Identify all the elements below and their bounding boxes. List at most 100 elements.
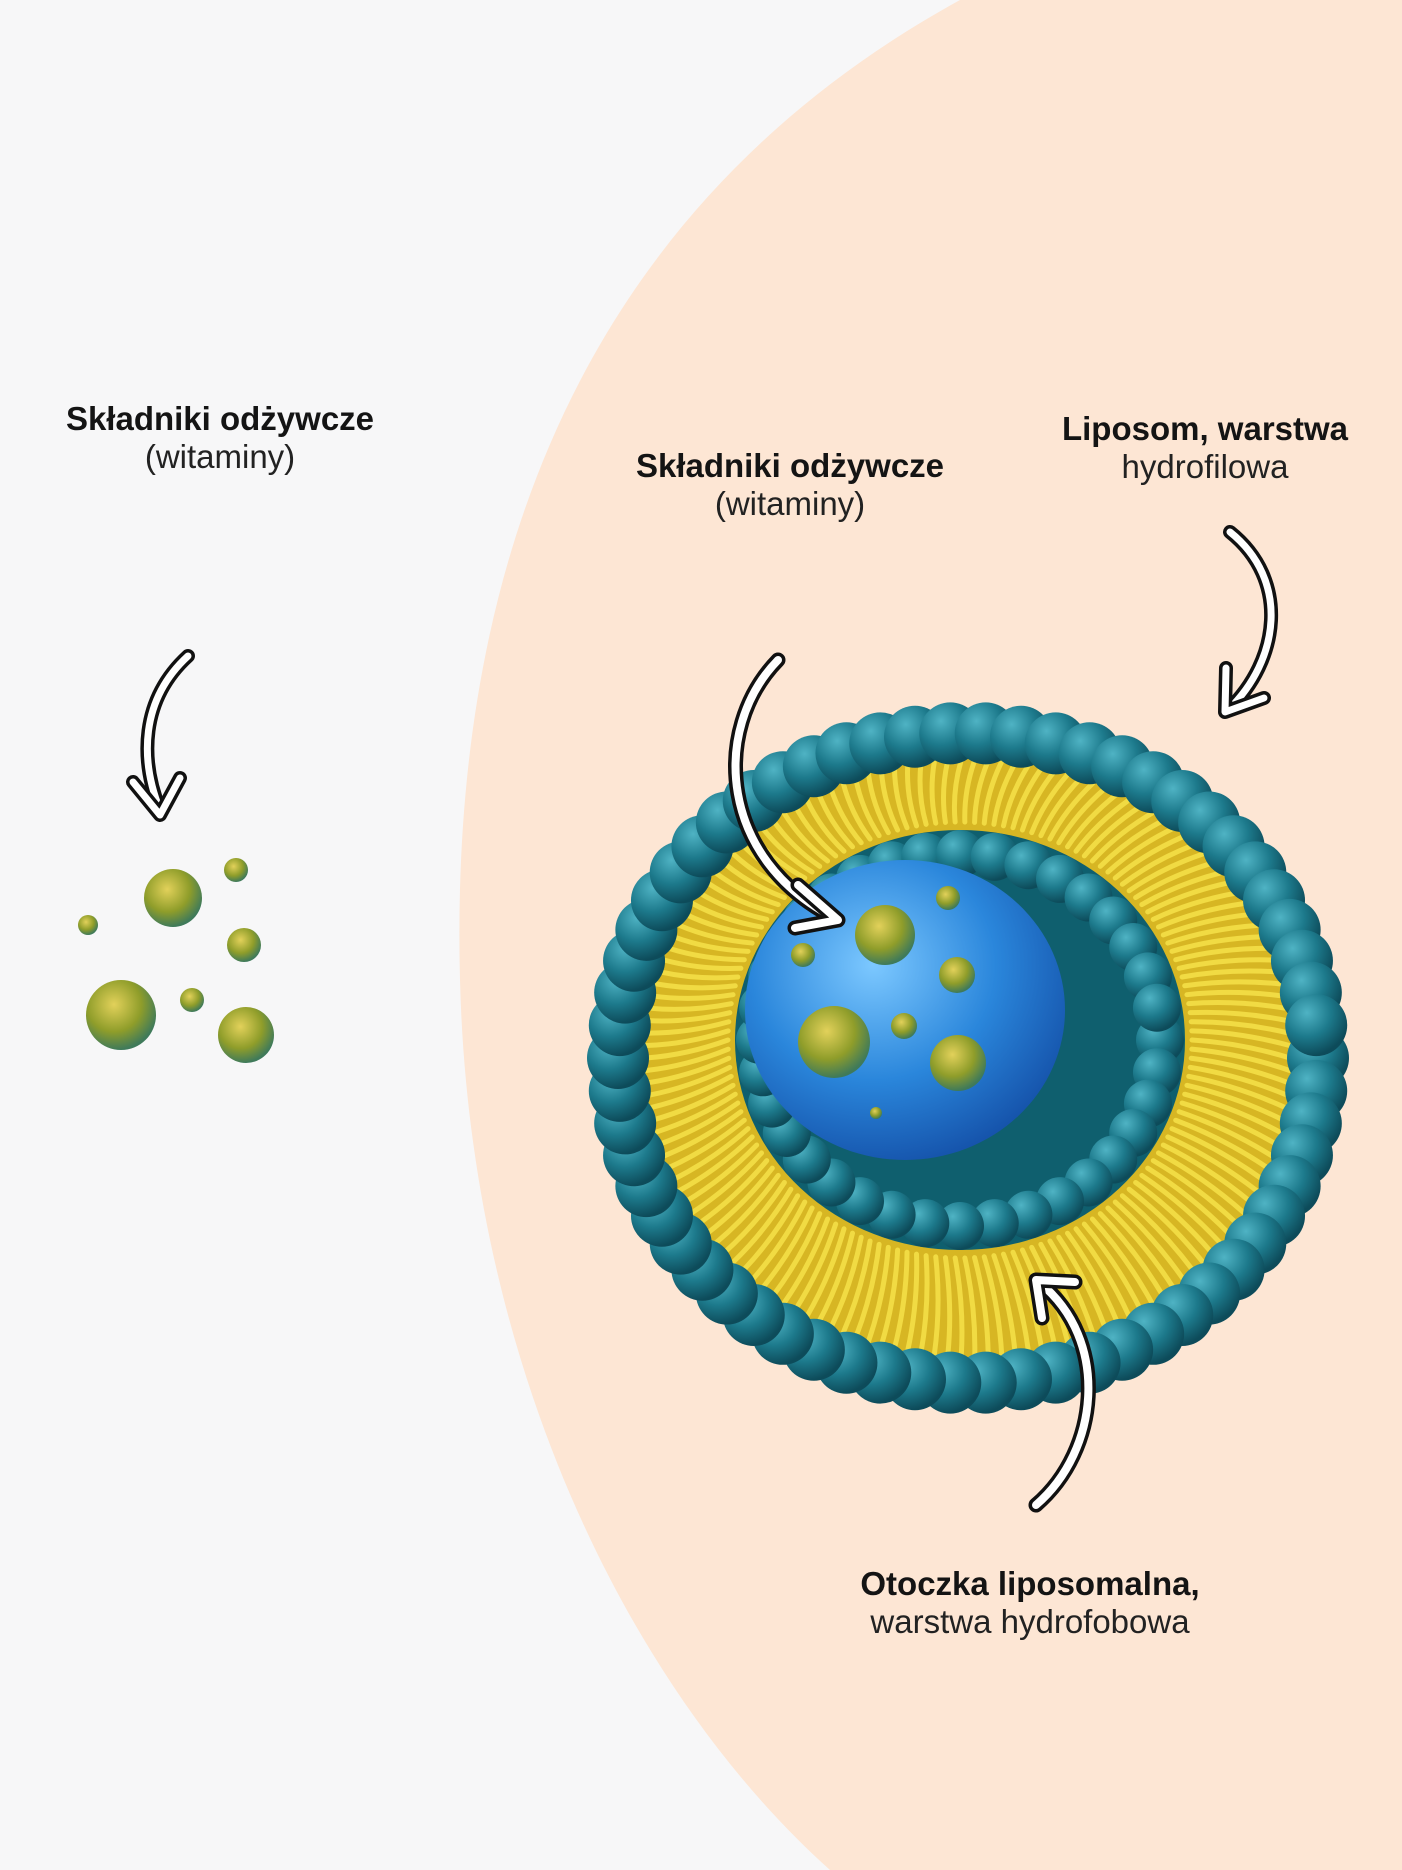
lipid-tail bbox=[646, 1064, 733, 1098]
lipid-tail bbox=[650, 992, 736, 1001]
lipid-tail bbox=[1073, 1226, 1132, 1319]
label-hydrophilic-layer: Liposom, warstwa hydrofilowa bbox=[1035, 410, 1375, 486]
encapsulated-vitamins bbox=[791, 886, 986, 1119]
lipid-tail bbox=[643, 1037, 731, 1061]
lipid-tail bbox=[648, 1073, 734, 1111]
lipid-tail bbox=[1112, 834, 1186, 881]
lipid-tail bbox=[1047, 780, 1096, 842]
lipid-tail bbox=[661, 1109, 744, 1159]
lipid-tail bbox=[1073, 797, 1132, 854]
lipid-tail bbox=[1010, 765, 1045, 831]
lipid-tail bbox=[1029, 772, 1070, 836]
lipid-tail bbox=[931, 1254, 941, 1357]
lipid-tail bbox=[1019, 768, 1058, 833]
lipid-tail bbox=[828, 785, 864, 846]
lipid-tail bbox=[671, 1126, 751, 1182]
lipid-tail bbox=[840, 1238, 873, 1336]
lipid-tail bbox=[1186, 1073, 1288, 1111]
lipid-tail bbox=[1097, 1211, 1166, 1298]
lipid-tail bbox=[730, 1186, 794, 1265]
lipid-tail bbox=[1112, 1199, 1186, 1282]
lipid-tail bbox=[671, 934, 751, 954]
lipid-tail bbox=[840, 780, 873, 842]
lipid-tail bbox=[781, 1216, 831, 1306]
lipid-tail bbox=[713, 870, 781, 908]
lipid-tail bbox=[1188, 1055, 1292, 1086]
lipid-tail bbox=[865, 772, 891, 836]
lipid-tail bbox=[644, 1055, 732, 1086]
lipid-tail bbox=[1182, 1091, 1283, 1135]
label-hydrophilic-title: Liposom, warstwa bbox=[1061, 410, 1349, 447]
lipid-tail bbox=[1064, 791, 1120, 850]
lipid-tail bbox=[1089, 1216, 1155, 1306]
lipid-tail bbox=[792, 1221, 839, 1313]
lipid-tail bbox=[646, 1010, 733, 1024]
lipid-tail bbox=[1169, 934, 1265, 954]
lipid-tail bbox=[750, 1199, 808, 1282]
lipid-tail bbox=[690, 1150, 765, 1215]
lipid-tail bbox=[1056, 1234, 1108, 1331]
lipid-tail bbox=[643, 1028, 731, 1049]
lipid-tail bbox=[878, 1247, 901, 1348]
lipid-tail bbox=[1182, 979, 1283, 989]
label-nutrients-core: Składniki odżywcze (witaminy) bbox=[610, 447, 970, 523]
lipid-tail bbox=[1189, 1037, 1293, 1061]
lipid-tail bbox=[690, 901, 765, 930]
lipid-tail bbox=[1105, 1205, 1176, 1291]
lipid-tail bbox=[853, 1241, 882, 1340]
lipid-tail bbox=[1160, 1142, 1253, 1205]
label-nutrients-core-subtitle: (witaminy) bbox=[714, 485, 866, 522]
lipid-tail bbox=[643, 1046, 731, 1073]
lipid-tail bbox=[804, 1226, 847, 1319]
lipid-tail bbox=[1081, 803, 1144, 859]
lipid-tail bbox=[1165, 1134, 1259, 1193]
lipid-tail bbox=[1119, 1193, 1196, 1274]
lipid-tail bbox=[653, 1091, 738, 1135]
lipid-tail bbox=[1126, 1186, 1206, 1265]
lipid-tail bbox=[905, 1251, 920, 1354]
lipid-tail bbox=[1189, 1046, 1293, 1073]
lipid-tail bbox=[1010, 1249, 1045, 1351]
lipid-tail bbox=[1139, 1172, 1223, 1246]
lipid-tail bbox=[697, 890, 770, 922]
lipid-tail bbox=[1105, 825, 1176, 875]
lipid-tail bbox=[1089, 810, 1155, 864]
lipid-tail bbox=[1179, 968, 1279, 980]
lipid-tail bbox=[1188, 1019, 1292, 1036]
lipid-tail bbox=[904, 762, 920, 829]
lipid-tail bbox=[666, 945, 747, 963]
label-nutrients-free-subtitle: (witaminy) bbox=[144, 438, 296, 475]
lipid-tail bbox=[1133, 860, 1215, 901]
lipid-tail bbox=[644, 1019, 732, 1036]
lipid-tail bbox=[981, 759, 1005, 826]
lipid-tail bbox=[1000, 1251, 1031, 1354]
lipid-tail bbox=[653, 981, 738, 991]
lipid-tail bbox=[972, 758, 991, 825]
lipid-tail bbox=[1081, 1221, 1144, 1313]
inner-hydrophilic-head bbox=[970, 1199, 1019, 1248]
lipid-tail bbox=[853, 776, 882, 839]
lipid-tail bbox=[1184, 989, 1286, 999]
lipid-tail bbox=[704, 880, 775, 915]
label-nutrients-free-title: Składniki odżywcze bbox=[65, 400, 375, 437]
lipid-tail bbox=[1000, 762, 1031, 829]
lipid-tail bbox=[657, 969, 741, 981]
lipid-tail bbox=[721, 1179, 787, 1256]
lipid-tail bbox=[740, 1193, 801, 1274]
lipid-tail bbox=[962, 757, 978, 825]
lipid-tail bbox=[677, 1134, 755, 1193]
lipid-tail bbox=[816, 791, 856, 850]
label-hydrophobic-shell: Otoczka liposomalna, warstwa hydrofobowa bbox=[820, 1565, 1240, 1641]
lipid-tail bbox=[683, 1142, 760, 1205]
lipid-tail bbox=[1133, 1179, 1215, 1256]
lipid-tail bbox=[981, 1254, 1005, 1357]
lipid-tail bbox=[878, 768, 901, 833]
lipid-tail bbox=[704, 1165, 775, 1236]
lipid-tail bbox=[657, 1100, 741, 1147]
lipid-tail bbox=[816, 1230, 856, 1325]
lipid-tail bbox=[697, 1158, 770, 1226]
lipid-tail bbox=[1189, 1028, 1293, 1049]
hydrophilic-head bbox=[1285, 994, 1348, 1057]
lipid-tail bbox=[1038, 776, 1083, 839]
lipid-tail bbox=[1126, 851, 1206, 894]
